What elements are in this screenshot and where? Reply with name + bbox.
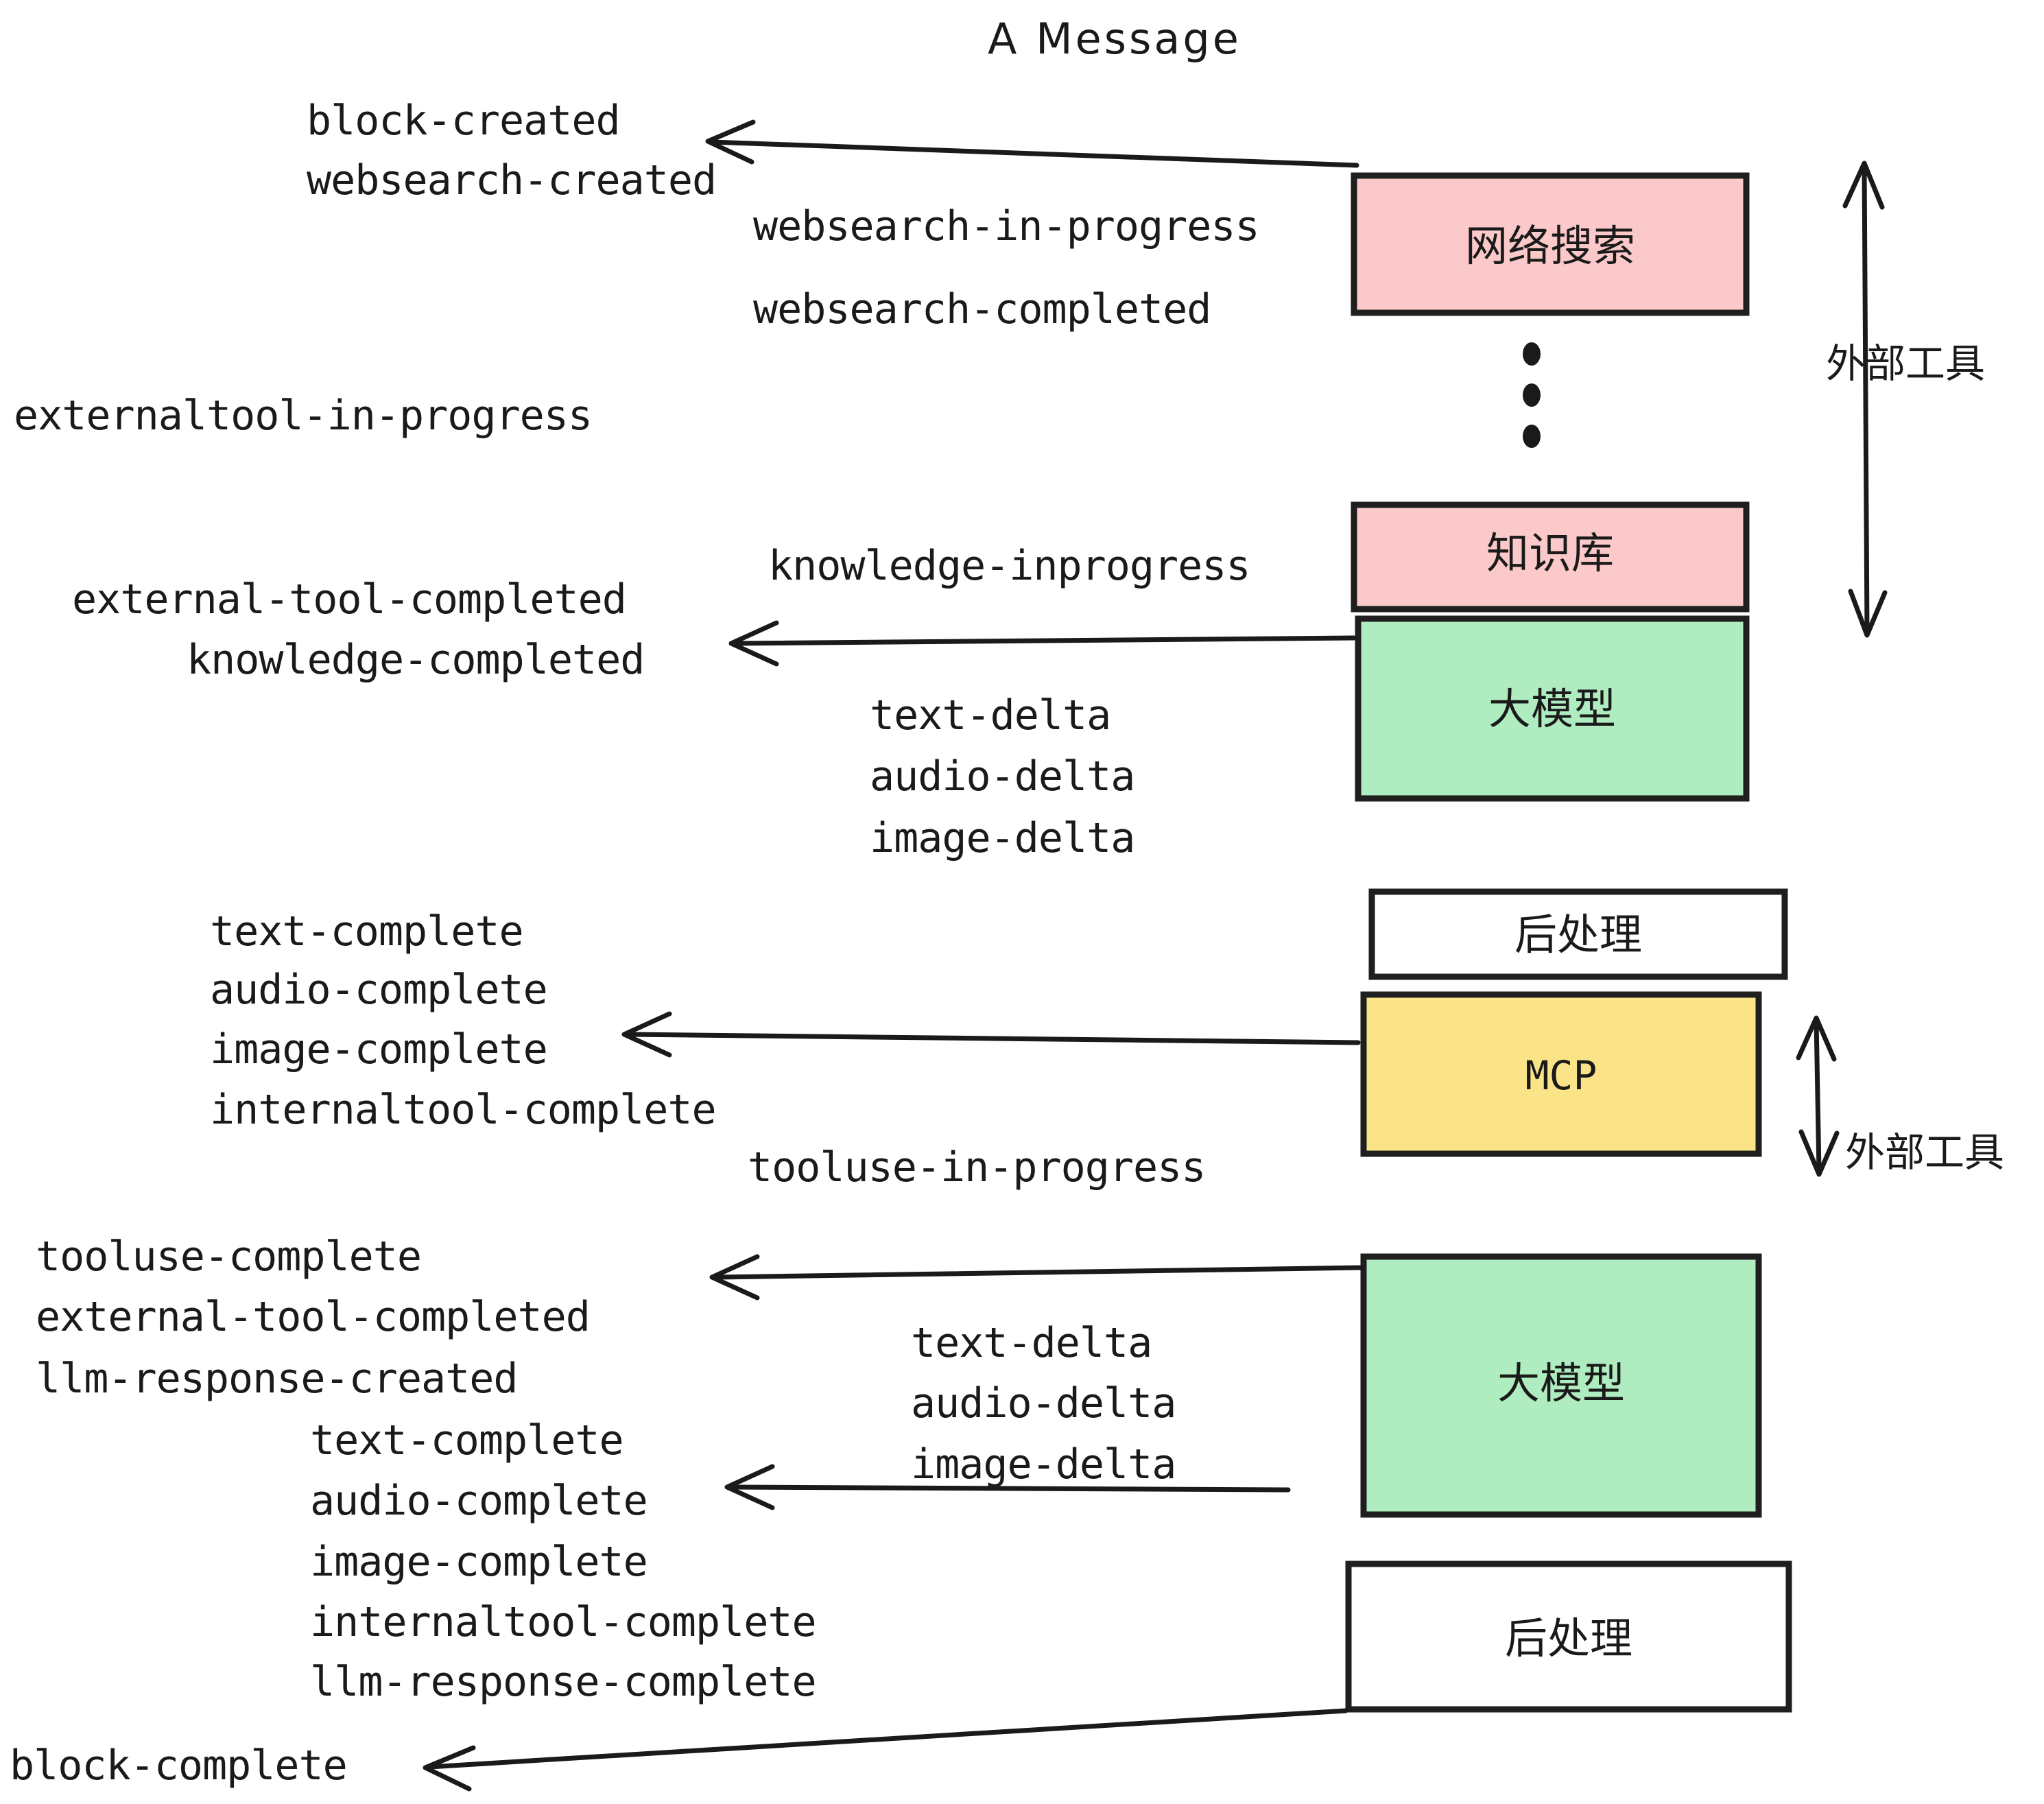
event-label-image-delta-1: image-delta [870, 814, 1134, 862]
box-websearch[interactable]: 网络搜索 [1351, 172, 1750, 316]
box-mcp-rect [1360, 991, 1762, 1157]
arrow-block-complete [423, 1708, 1348, 1792]
event-label-knowledge-completed: knowledge-completed [187, 636, 644, 684]
box-llm-2-label: 大模型 [1497, 1358, 1625, 1408]
event-label-websearch-created: websearch-created [307, 156, 716, 204]
box-knowledge-label: 知识库 [1486, 528, 1614, 578]
box-knowledge-rect [1351, 501, 1750, 613]
event-label-block-complete: block-complete [10, 1742, 347, 1790]
event-label-text-complete-2: text-complete [310, 1416, 623, 1464]
box-llm-1-label: 大模型 [1488, 684, 1616, 734]
box-llm-2[interactable]: 大模型 [1360, 1253, 1762, 1518]
box-knowledge[interactable]: 知识库 [1351, 501, 1750, 613]
event-label-llm-response-created: llm-response-created [36, 1355, 517, 1403]
arrow-audio-complete [724, 1464, 1291, 1510]
arrow-knowledge-completed [728, 620, 1357, 667]
box-mcp[interactable]: MCP [1360, 991, 1762, 1157]
event-label-audio-delta-1: audio-delta [870, 752, 1134, 800]
arrow-image-complete [621, 1011, 1361, 1058]
event-label-audio-delta-2: audio-delta [911, 1379, 1176, 1427]
event-label-websearch-in-progress: websearch-in-progress [753, 202, 1259, 250]
event-label-image-complete-2: image-complete [310, 1538, 647, 1586]
box-websearch-rect [1351, 172, 1750, 316]
event-label-image-complete-1: image-complete [210, 1025, 547, 1073]
event-label-externaltool-in-progress: externaltool-in-progress [14, 392, 592, 440]
event-label-text-delta-2: text-delta [911, 1319, 1152, 1367]
arrow-block-created [705, 119, 1359, 168]
box-postprocess-1-label: 后处理 [1514, 910, 1642, 960]
event-label-external-tool-completed-2: external-tool-completed [36, 1293, 590, 1341]
event-label-text-delta-1: text-delta [870, 691, 1110, 739]
external-tools-bottom-bracket [1796, 1015, 1840, 1177]
event-label-audio-complete-1: audio-complete [210, 966, 547, 1014]
box-websearch-label: 网络搜索 [1465, 221, 1635, 271]
event-label-text-complete-1: text-complete [210, 907, 523, 956]
external-tools-bottom-label: 外部工具 [1845, 1129, 2004, 1176]
event-label-tooluse-in-progress: tooluse-in-progress [748, 1143, 1205, 1191]
external-tools-top-label: 外部工具 [1826, 340, 1985, 387]
event-label-internaltool-complete-1: internaltool-complete [210, 1086, 716, 1134]
event-label-knowledge-inprogress: knowledge-inprogress [768, 542, 1250, 590]
event-label-block-created: block-created [307, 97, 620, 145]
box-llm-2-rect [1360, 1253, 1762, 1518]
box-mcp-label: MCP [1525, 1052, 1597, 1099]
event-label-external-tool-completed-1: external-tool-completed [72, 575, 626, 624]
box-llm-1[interactable]: 大模型 [1355, 615, 1750, 802]
vertical-ellipsis-icon [1523, 342, 1541, 448]
event-label-image-delta-2: image-delta [911, 1440, 1176, 1488]
box-llm-1-rect [1355, 615, 1750, 802]
box-postprocess-2-rect [1345, 1560, 1792, 1713]
event-label-internaltool-complete-2: internaltool-complete [310, 1598, 816, 1646]
event-label-llm-response-complete: llm-response-complete [310, 1658, 816, 1706]
event-label-tooluse-complete: tooluse-complete [36, 1233, 421, 1281]
box-postprocess-2[interactable]: 后处理 [1345, 1560, 1792, 1713]
event-label-audio-complete-2: audio-complete [310, 1477, 647, 1525]
external-tools-top-bracket [1842, 161, 1888, 638]
box-postprocess-1-rect [1368, 888, 1788, 980]
arrow-tooluse-complete [709, 1254, 1365, 1301]
box-postprocess-1[interactable]: 后处理 [1368, 888, 1788, 980]
page-title: A Message [988, 14, 1241, 64]
event-label-websearch-completed: websearch-completed [753, 285, 1211, 333]
box-postprocess-2-label: 后处理 [1505, 1613, 1632, 1663]
